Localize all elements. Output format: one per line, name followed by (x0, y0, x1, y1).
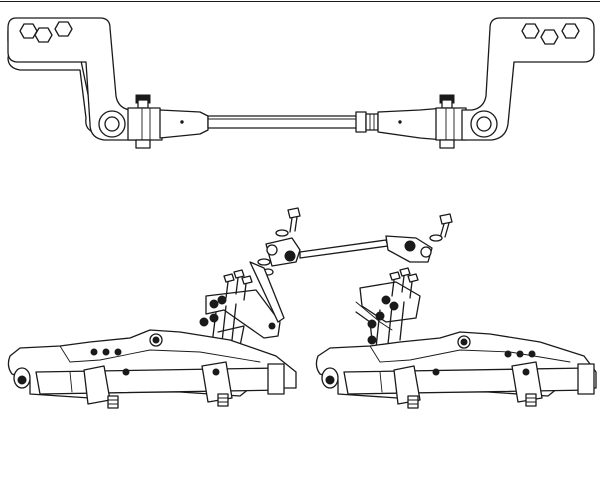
hex-nut-icon (19, 23, 38, 39)
pivot-bore (476, 116, 492, 132)
hex-nut-icon (54, 21, 73, 37)
jam-nut (355, 111, 367, 133)
washer (441, 99, 453, 109)
left-bracket (7, 17, 141, 141)
bolt-head (439, 213, 453, 225)
right-cylinder-assembly (315, 267, 597, 409)
washer (257, 258, 271, 266)
left-cylinder-assembly (7, 261, 297, 409)
jam-nut (365, 113, 379, 131)
lock-nut (135, 139, 151, 149)
left-rod-end (127, 94, 209, 149)
iso-tie-bar (257, 207, 453, 276)
pivot-bore (104, 116, 120, 132)
washer (429, 234, 443, 242)
lock-nut (439, 139, 455, 149)
right-rod-end (377, 94, 467, 149)
hex-nut-icon (561, 23, 580, 39)
bolt-head (287, 207, 301, 219)
hex-nut-icon (34, 27, 53, 43)
washer (275, 229, 289, 237)
right-bracket (461, 17, 595, 141)
twin-cylinder-assembly-view (7, 207, 597, 409)
hex-nut-icon (521, 23, 540, 39)
tie-bar-top-view (7, 17, 595, 149)
washer (137, 99, 149, 109)
hex-nut-icon (540, 29, 559, 45)
tie-bar-rod (207, 111, 379, 133)
